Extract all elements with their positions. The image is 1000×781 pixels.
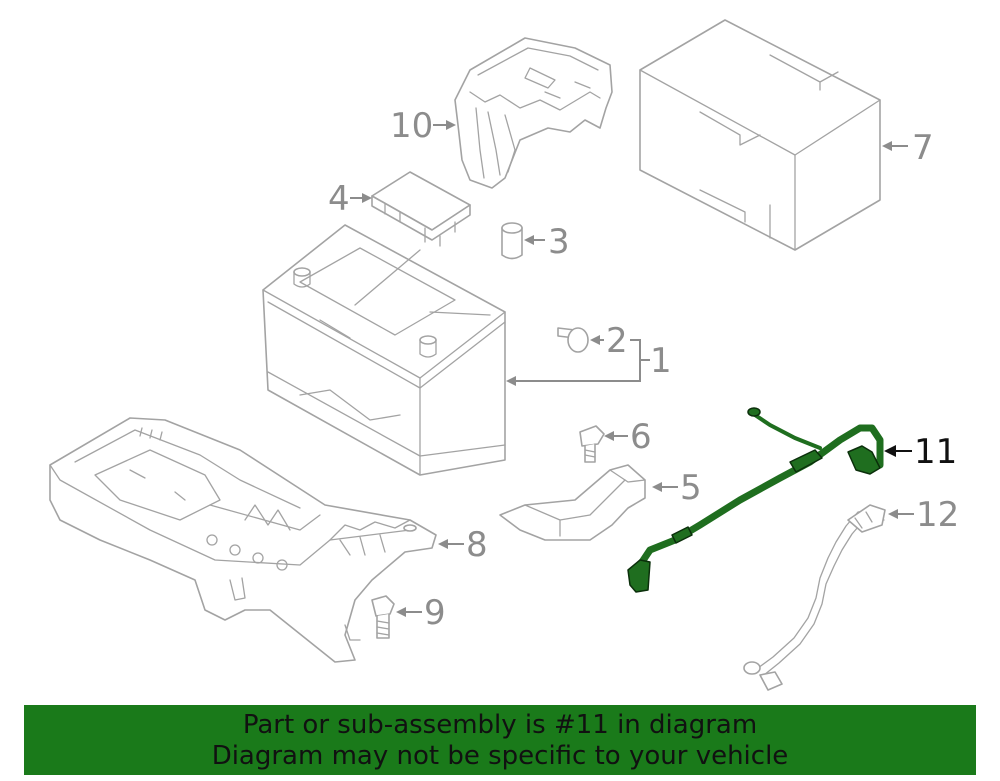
- callout-1: 1: [506, 339, 672, 386]
- part-5-clamp: [499, 464, 646, 541]
- svg-text:6: 6: [630, 417, 652, 457]
- svg-text:10: 10: [390, 106, 433, 146]
- callout-5: 5: [652, 468, 702, 508]
- callout-11: 11: [884, 432, 957, 472]
- callout-4: 4: [328, 179, 372, 219]
- part-2-bolt: [557, 327, 589, 353]
- part-10-bracket: [454, 37, 613, 189]
- callout-3: 3: [524, 222, 570, 262]
- svg-text:12: 12: [916, 495, 959, 535]
- part-7-battery-cover: [639, 19, 881, 251]
- callout-6: 6: [604, 417, 652, 457]
- banner-line-2: Diagram may not be specific to your vehi…: [211, 741, 789, 771]
- svg-text:3: 3: [548, 222, 570, 262]
- svg-text:9: 9: [424, 593, 446, 633]
- svg-text:11: 11: [914, 432, 957, 472]
- callout-2: 2: [590, 321, 628, 361]
- part-9-bolt: [371, 595, 395, 639]
- svg-text:7: 7: [912, 128, 934, 168]
- callout-9: 9: [396, 593, 446, 633]
- part-3-cap: [501, 222, 523, 260]
- part-1-battery: [262, 224, 506, 476]
- part-12-cable: [743, 504, 886, 691]
- svg-text:5: 5: [680, 468, 702, 508]
- svg-text:1: 1: [650, 341, 672, 381]
- callout-10: 10: [390, 106, 456, 146]
- callout-7: 7: [882, 128, 934, 168]
- callout-8: 8: [438, 525, 488, 565]
- part-8-tray: [49, 417, 437, 663]
- info-banner: Part or sub-assembly is #11 in diagram D…: [24, 705, 976, 775]
- part-11-cable-highlighted: [627, 407, 884, 593]
- part-4-cover: [371, 171, 471, 247]
- callout-12: 12: [888, 495, 959, 535]
- svg-text:2: 2: [606, 321, 628, 361]
- svg-text:8: 8: [466, 525, 488, 565]
- banner-line-1: Part or sub-assembly is #11 in diagram: [242, 710, 758, 740]
- svg-text:4: 4: [328, 179, 350, 219]
- part-6-bolt: [579, 425, 605, 463]
- parts-diagram: 10 7 4 3 2 1 6 11 5: [49, 19, 959, 691]
